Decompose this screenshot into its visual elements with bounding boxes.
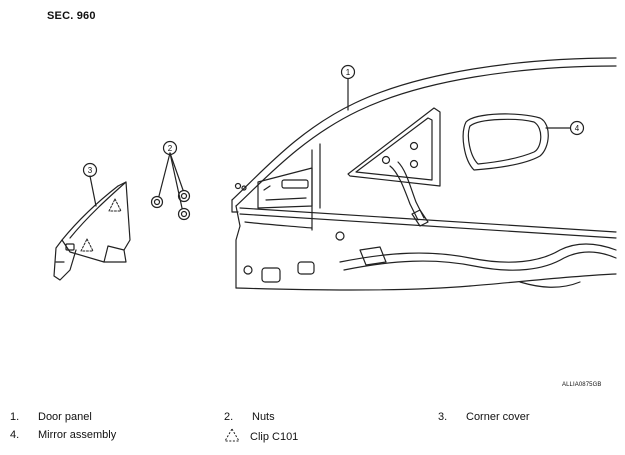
legend-item-2: 2. Nuts bbox=[224, 411, 275, 423]
mirror-base bbox=[347, 107, 441, 227]
callout-4-circle bbox=[569, 120, 585, 136]
nuts bbox=[150, 189, 191, 221]
exploded-diagram: 1 2 3 4 bbox=[53, 57, 617, 291]
legend-label: Mirror assembly bbox=[38, 429, 117, 441]
figure-code: ALLIA0875GB bbox=[562, 382, 602, 388]
clip-triangle-upper bbox=[108, 198, 122, 212]
legend-item-clip: Clip C101 bbox=[224, 428, 298, 445]
corner-cover bbox=[53, 181, 131, 281]
leader-2b bbox=[169, 152, 184, 191]
legend-item-1: 1. Door panel bbox=[10, 411, 92, 423]
mirror-housing bbox=[462, 113, 549, 171]
clip-triangle-lower bbox=[80, 238, 94, 252]
triangle-clip-icon bbox=[224, 428, 250, 445]
callout-2-circle bbox=[162, 140, 178, 156]
legend-label: Corner cover bbox=[466, 411, 530, 423]
callout-3: 3 bbox=[88, 166, 93, 175]
leader-2a bbox=[158, 152, 171, 197]
legend-num: 2. bbox=[224, 411, 234, 423]
legend-label: Door panel bbox=[38, 411, 92, 423]
legend-label: Nuts bbox=[252, 411, 275, 423]
legend-num: 3. bbox=[438, 411, 448, 423]
legend-label: Clip C101 bbox=[250, 430, 299, 443]
legend: 1. Door panel 2. Nuts 3. Corner cover 4.… bbox=[0, 408, 625, 453]
section-label: SEC. 960 bbox=[47, 10, 96, 22]
door-panel bbox=[231, 57, 617, 291]
callout-1-circle bbox=[340, 64, 356, 80]
leader-2c bbox=[169, 152, 183, 209]
callout-2: 2 bbox=[168, 144, 173, 153]
callout-1: 1 bbox=[346, 68, 351, 77]
leader-3 bbox=[89, 175, 97, 207]
legend-item-4: 4. Mirror assembly bbox=[10, 429, 116, 441]
legend-num: 4. bbox=[10, 429, 20, 441]
callout-3-circle bbox=[82, 162, 98, 178]
legend-num: 1. bbox=[10, 411, 20, 423]
callout-4: 4 bbox=[575, 124, 580, 133]
legend-item-3: 3. Corner cover bbox=[438, 411, 530, 423]
